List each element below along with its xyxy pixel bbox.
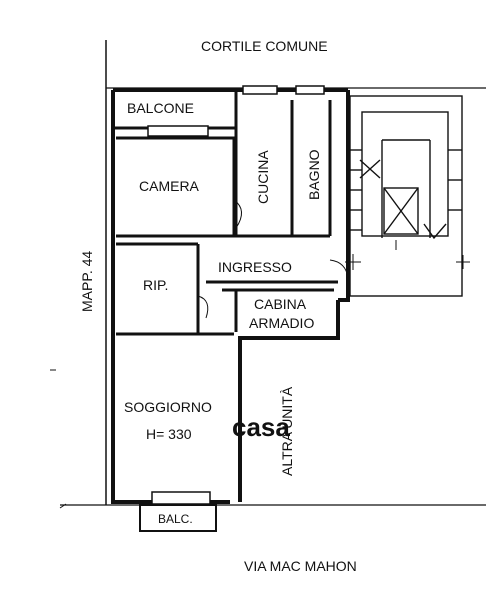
room-cabina-line2: ARMADIO	[249, 315, 314, 331]
room-soggiorno: SOGGIORNO	[124, 399, 212, 415]
staircase	[349, 95, 463, 297]
room-cabina-line1: CABINA	[254, 296, 307, 312]
right-label: ALTRA UNITÀ	[279, 386, 295, 476]
room-ripostiglio: RIP.	[143, 277, 168, 293]
top-label: CORTILE COMUNE	[201, 38, 328, 54]
room-bagno: BAGNO	[306, 149, 322, 200]
room-camera: CAMERA	[139, 178, 200, 194]
room-ingresso: INGRESSO	[218, 259, 292, 275]
interior-walls	[113, 90, 338, 336]
room-balcone: BALCONE	[127, 100, 194, 116]
door-swings	[197, 199, 349, 319]
balcony-outline	[139, 504, 217, 532]
reference-marks	[50, 240, 470, 509]
left-label: MAPP. 44	[79, 251, 95, 312]
room-balc: BALC.	[158, 512, 193, 526]
room-height: H= 330	[146, 426, 192, 442]
watermark-text: casa	[232, 412, 290, 442]
room-cucina: CUCINA	[255, 150, 271, 204]
windows	[147, 85, 325, 505]
bottom-label: VIA MAC MAHON	[244, 558, 357, 574]
